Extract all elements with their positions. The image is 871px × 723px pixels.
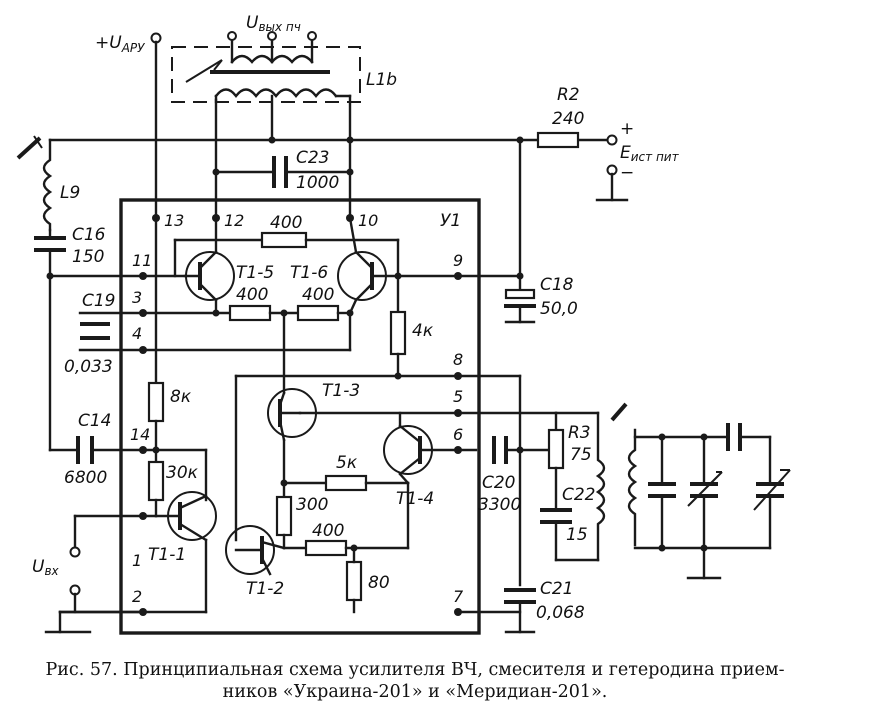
pin-5: 5 <box>453 387 463 406</box>
label-t1-2: T1-2 <box>246 579 284 599</box>
label-r400-c: 400 <box>312 521 344 541</box>
label-c19-name: C19 <box>82 291 116 311</box>
label-l1b: L1b <box>366 70 397 90</box>
resistor-r2 <box>536 131 580 149</box>
label-r300: 300 <box>296 495 328 515</box>
transistor-t1-2 <box>225 525 286 576</box>
pin-13: 13 <box>164 211 184 230</box>
label-c21-value: 0,068 <box>536 603 585 623</box>
label-c21-name: C21 <box>540 579 574 599</box>
label-c14-value: 6800 <box>64 468 107 488</box>
label-u-out: Uвых пч <box>246 13 301 34</box>
label-r2-name: R2 <box>557 85 580 105</box>
label-r3-name: R3 <box>568 423 591 443</box>
label-r400-top: 400 <box>270 213 302 233</box>
label-r80: 80 <box>368 573 390 593</box>
caption-line-1: Рис. 57. Принципиальная схема усилителя … <box>45 660 785 680</box>
label-u-agc: +UАРУ <box>95 33 145 55</box>
pin-14: 14 <box>130 425 150 444</box>
label-c23-name: C23 <box>296 148 330 168</box>
label-supply: Eист пит <box>620 143 680 164</box>
label-c23-value: 1000 <box>296 173 339 193</box>
label-u-in: Uвх <box>32 557 60 578</box>
pin-12: 12 <box>224 211 244 230</box>
pin-7: 7 <box>453 587 464 606</box>
transistor-t1-4 <box>383 424 478 476</box>
label-u1: У1 <box>440 211 461 231</box>
pin-2: 2 <box>132 587 142 606</box>
label-t1-1: T1-1 <box>148 545 186 565</box>
ic-u1-body <box>119 198 481 635</box>
label-c22-name: C22 <box>562 485 596 505</box>
label-t1-6: T1-6 <box>290 263 328 283</box>
caption-line-2: ников «Украина-201» и «Меридиан-201». <box>222 682 608 702</box>
label-r5k: 5к <box>336 453 358 473</box>
label-r4k: 4к <box>412 321 434 341</box>
label-c16-name: C16 <box>72 225 106 245</box>
transistor-t1-5 <box>183 250 235 302</box>
label-c18-value: 50,0 <box>540 299 578 319</box>
pin-6: 6 <box>453 425 463 444</box>
label-c14-name: C14 <box>78 411 112 431</box>
pin-1: 1 <box>132 551 142 570</box>
inductor-l9 <box>16 135 53 232</box>
transistor-t1-1 <box>154 491 217 542</box>
label-c20-name: C20 <box>482 473 516 493</box>
label-c22-value: 15 <box>566 525 588 545</box>
label-r400-a: 400 <box>236 285 268 305</box>
transistor-t1-6 <box>337 250 400 302</box>
pin-10: 10 <box>358 211 378 230</box>
pin-9: 9 <box>453 251 463 270</box>
label-r8k: 8к <box>170 387 192 407</box>
pin-3: 3 <box>132 288 142 307</box>
transistor-t1-3 <box>267 388 317 442</box>
label-r400-b: 400 <box>302 285 334 305</box>
label-c20-value: 3300 <box>478 495 521 515</box>
label-t1-3: T1-3 <box>322 381 360 401</box>
label-c16-value: 150 <box>72 247 104 267</box>
label-l9: L9 <box>60 183 80 203</box>
label-t1-4: T1-4 <box>396 489 434 509</box>
label-supply-minus: − <box>620 163 634 183</box>
label-r30k: 30к <box>166 463 199 483</box>
label-c19-value: 0,033 <box>64 357 113 377</box>
figure-caption: Рис. 57. Принципиальная схема усилителя … <box>0 659 830 703</box>
label-c18-name: C18 <box>540 275 574 295</box>
label-r2-value: 240 <box>552 109 584 129</box>
label-supply-plus: + <box>620 119 634 139</box>
pin-11: 11 <box>132 251 152 270</box>
transformer-l1b <box>171 38 361 104</box>
pin-8: 8 <box>453 350 463 369</box>
label-t1-5: T1-5 <box>236 263 274 283</box>
schematic-diagram: +UАРУ Uвых пч L1b R2 240 + − Eист пит L9… <box>16 13 791 635</box>
label-r3-value: 75 <box>570 445 592 465</box>
pin-4: 4 <box>132 324 142 343</box>
